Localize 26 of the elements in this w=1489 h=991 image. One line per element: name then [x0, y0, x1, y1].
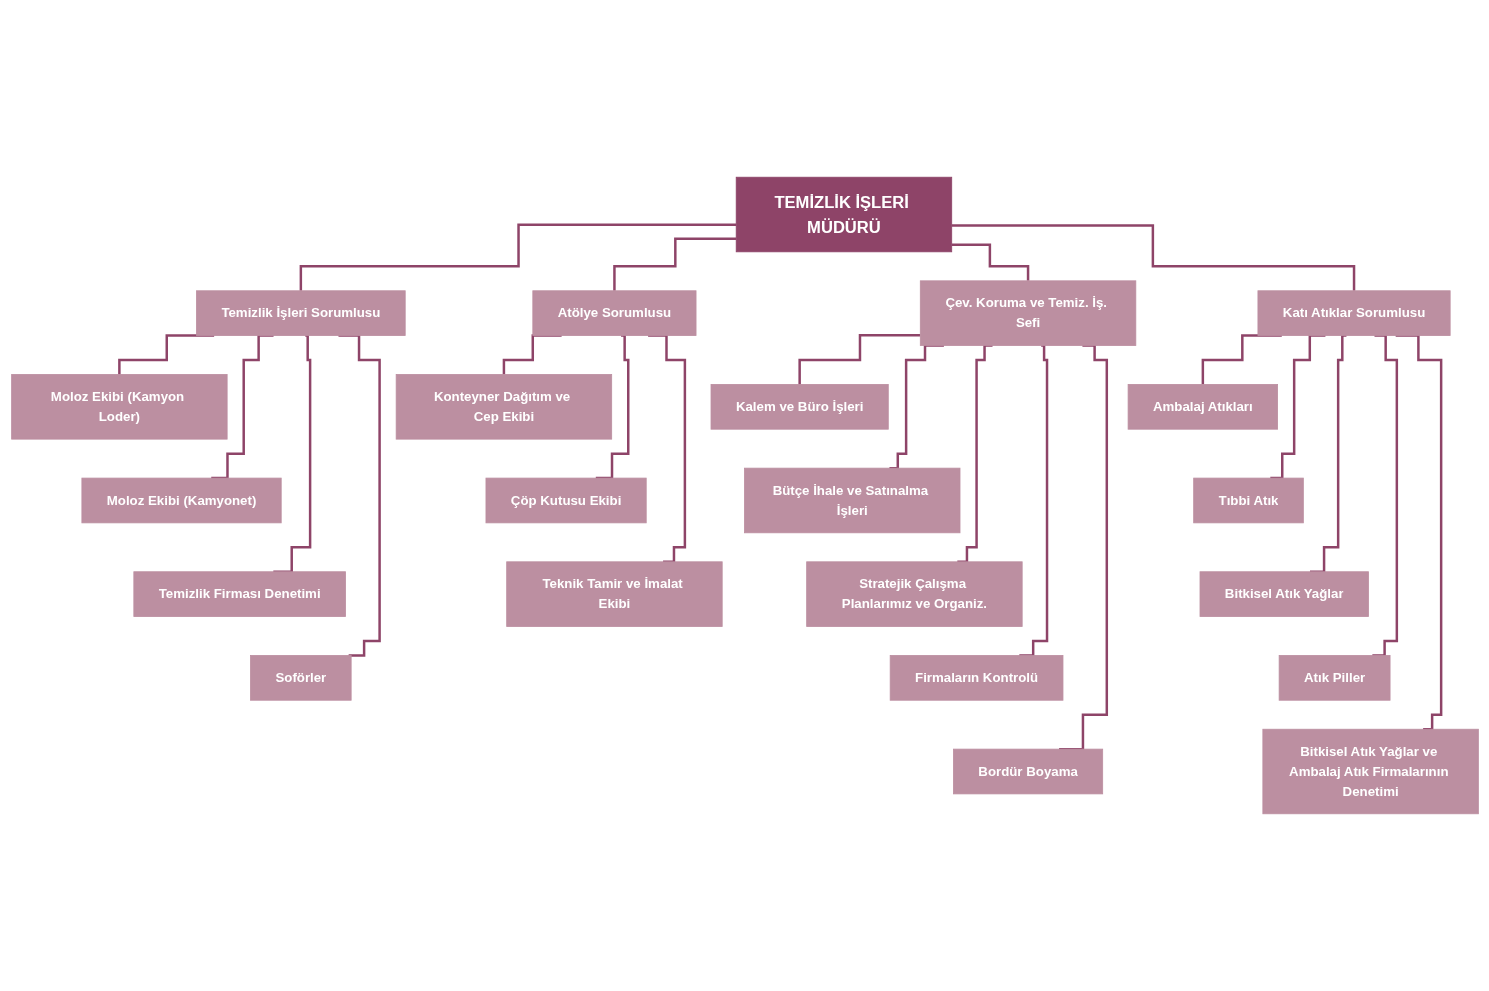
node-box: Temizlik Firması Denetimi — [132, 571, 346, 617]
node-box: Atölye Sorumlusu — [531, 290, 696, 336]
node-box: Soförler — [249, 655, 352, 701]
node-box: Bordür Boyama — [952, 748, 1103, 795]
node-box: Temizlik İşleri Sorumlusu — [195, 290, 406, 336]
node-box: Teknik Tamir ve İmalat Ekibi — [505, 561, 723, 627]
connector — [951, 224, 1355, 292]
node-box: Moloz Ekibi (Kamyonet) — [80, 477, 282, 524]
node-box: Bitkisel Atık Yağlar ve Ambalaj Atık Firmalarının Denetimi — [1261, 728, 1479, 815]
node-box: Bütçe İhale ve Satınalma İşleri — [743, 467, 960, 534]
node-box: Ambalaj Atıkları — [1127, 384, 1278, 430]
connector — [797, 334, 920, 386]
connector — [612, 237, 736, 292]
node-box: TEMİZLİK İŞLERİ MÜDÜRÜ — [735, 176, 952, 253]
node-box: Çev. Koruma ve Temiz. İş. Sefi — [919, 280, 1136, 346]
node-box: Stratejik Çalışma Planlarımız ve Organiz. — [805, 561, 1023, 627]
node-box: Kalem ve Büro İşleri — [710, 384, 889, 430]
connector — [299, 223, 736, 292]
node-box: Bitkisel Atık Yağlar — [1199, 571, 1369, 617]
node-box: Tıbbi Atık — [1192, 477, 1304, 524]
node-box: Çöp Kutusu Ekibi — [485, 477, 647, 524]
node-box: Katı Atıklar Sorumlusu — [1257, 290, 1451, 336]
node-box: Moloz Ekibi (Kamyon Loder) — [10, 374, 228, 440]
node-box: Firmaların Kontrolü — [889, 655, 1063, 701]
node-box: Konteyner Dağıtım ve Cep Ekibi — [395, 374, 612, 440]
node-box: Atık Piller — [1278, 655, 1390, 701]
